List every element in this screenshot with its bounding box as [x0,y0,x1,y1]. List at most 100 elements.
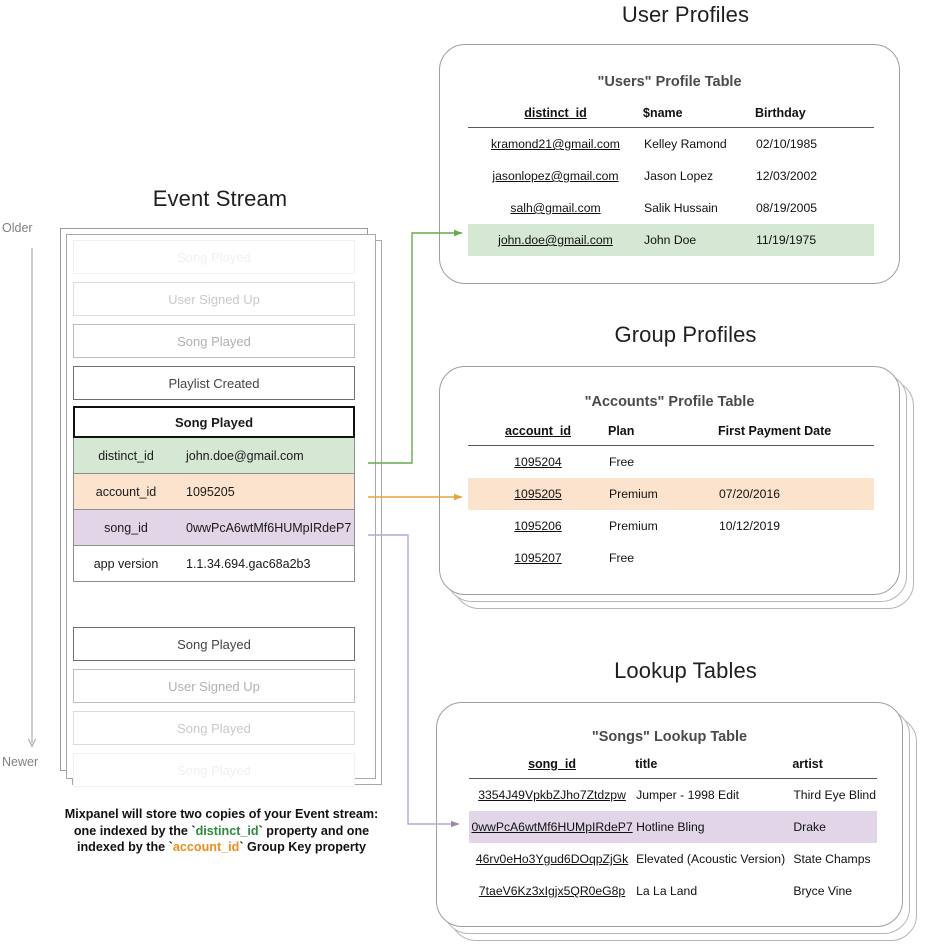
caption-line-3-prefix: indexed by the ` [76,840,173,854]
event-row-label: Song Played [177,720,251,736]
event-row-label: User Signed Up [168,291,260,307]
table-cell: Drake [792,811,877,843]
table-cell: Free [609,551,635,565]
column-header: artist [792,757,823,771]
section-title-lookup-tables: Lookup Tables [614,658,757,683]
event-property-key: distinct_id [98,448,154,463]
table-row[interactable]: 3354J49VpkbZJho7Ztdzpw Jumper - 1998 Edit… [469,779,877,812]
table-cell: Free [609,455,635,469]
column-header: $name [643,106,683,120]
table-cell-key: 1095207 [514,551,562,565]
users-profile-table: distinct_id $name Birthday kramond21@gmail.… [468,106,874,256]
event-property-value: 1.1.34.694.gac68a2b3 [186,556,311,571]
table-cell: 07/20/2016 [718,478,874,510]
table-cell-key: 3354J49VpkbZJho7Ztdzpw [478,788,626,802]
column-header: Plan [608,424,635,438]
table-cell: Jumper - 1998 Edit [636,788,740,802]
table-cell: 08/19/2005 [756,201,817,215]
table-row[interactable]: 1095204 Free [468,446,874,479]
table-cell: Premium [609,519,658,533]
expanded-event-properties: distinct_id john.doe@gmail.com account_id 1… [73,438,355,582]
table-cell: Elevated (Acoustic Version) [636,852,786,866]
column-header: First Payment Date [718,424,832,438]
table-cell-key: 1095204 [514,455,562,469]
column-header: Birthday [755,106,806,120]
event-property-key: song_id [104,520,148,535]
event-row-label: Playlist Created [168,375,260,391]
event-property-key: account_id [95,484,157,499]
event-property-key: app version [93,556,159,571]
event-row[interactable]: Playlist Created [73,366,355,400]
users-profile-card: "Users" Profile Table distinct_id $name Bi… [439,44,900,284]
table-row[interactable]: 1095207 Free [468,542,874,574]
event-property-row: song_id 0wwPcA6wtMf6HUMpIRdeP7 [73,510,355,546]
table-row[interactable]: kramond21@gmail.com Kelley Ramond 02/10/19… [468,128,874,161]
event-row-label: Song Played [177,249,251,265]
table-cell [718,542,874,574]
event-property-value: 0wwPcA6wtMf6HUMpIRdeP7 [186,520,352,535]
column-header: account_id [505,424,571,438]
table-cell-key: 0wwPcA6wtMf6HUMpIRdeP7 [469,811,636,843]
table-row[interactable]: 1095206 Premium 10/12/2019 [468,510,874,542]
timeline-label-newer: Newer [2,755,39,769]
table-cell-key: 1095205 [468,478,608,510]
event-row[interactable]: User Signed Up [73,282,355,316]
event-property-value: 1095205 [186,484,235,499]
table-cell-key: 7taeV6Kz3xIgjx5QR0eG8p [478,884,626,898]
table-cell: 11/19/1975 [755,224,874,256]
event-row-label: Song Played [177,636,251,652]
event-row[interactable]: Song Played [73,711,355,745]
caption-line-2-prefix: one indexed by the ` [73,823,196,838]
table-cell: 10/12/2019 [719,519,780,533]
column-header: distinct_id [524,106,587,120]
timeline-arrow [20,248,44,758]
event-row-label: Song Played [177,333,251,349]
event-row[interactable]: User Signed Up [73,669,355,703]
table-cell: La La Land [636,884,698,898]
table-cell-key: kramond21@gmail.com [491,137,620,151]
table-cell-key: 1095206 [514,519,562,533]
table-cell: Jason Lopez [644,169,714,183]
expanded-event-card[interactable]: Song Played distinct_id john.doe@gmail.co… [73,406,355,582]
event-stream-caption: Mixpanel will store two copies of your E… [34,806,409,856]
table-cell-key: salh@gmail.com [510,201,601,215]
table-cell-key: john.doe@gmail.com [468,224,643,256]
table-row[interactable]: 46rv0eHo3Ygud6DOqpZjGk Elevated (Acoustic… [469,843,877,875]
caption-line-3-suffix: ` Group Key property [239,840,366,854]
event-row[interactable]: Song Played [73,627,355,661]
event-row[interactable]: Song Played [73,753,355,787]
table-cell: Kelley Ramond [644,137,727,151]
event-row-label: User Signed Up [168,678,260,694]
event-row[interactable]: Song Played [73,240,355,274]
caption-token-account-id: account_id [172,840,240,854]
event-row[interactable]: Song Played [73,324,355,358]
event-property-value: john.doe@gmail.com [186,448,304,463]
table-cell-key: 46rv0eHo3Ygud6DOqpZjGk [475,852,629,866]
table-cell [718,446,874,479]
caption-token-distinct-id: distinct_id [195,823,259,838]
expanded-event-title: Song Played [73,406,355,438]
column-header: song_id [528,757,576,771]
users-table-title: "Users" Profile Table [597,74,742,90]
table-cell: Third Eye Blind [793,788,876,802]
section-title-event-stream: Event Stream [152,186,288,211]
table-cell: 02/10/1985 [756,137,817,151]
accounts-table-title: "Accounts" Profile Table [584,394,755,410]
event-property-row: account_id 1095205 [73,474,355,510]
column-header: title [635,757,658,771]
table-cell: 12/03/2002 [756,169,817,183]
